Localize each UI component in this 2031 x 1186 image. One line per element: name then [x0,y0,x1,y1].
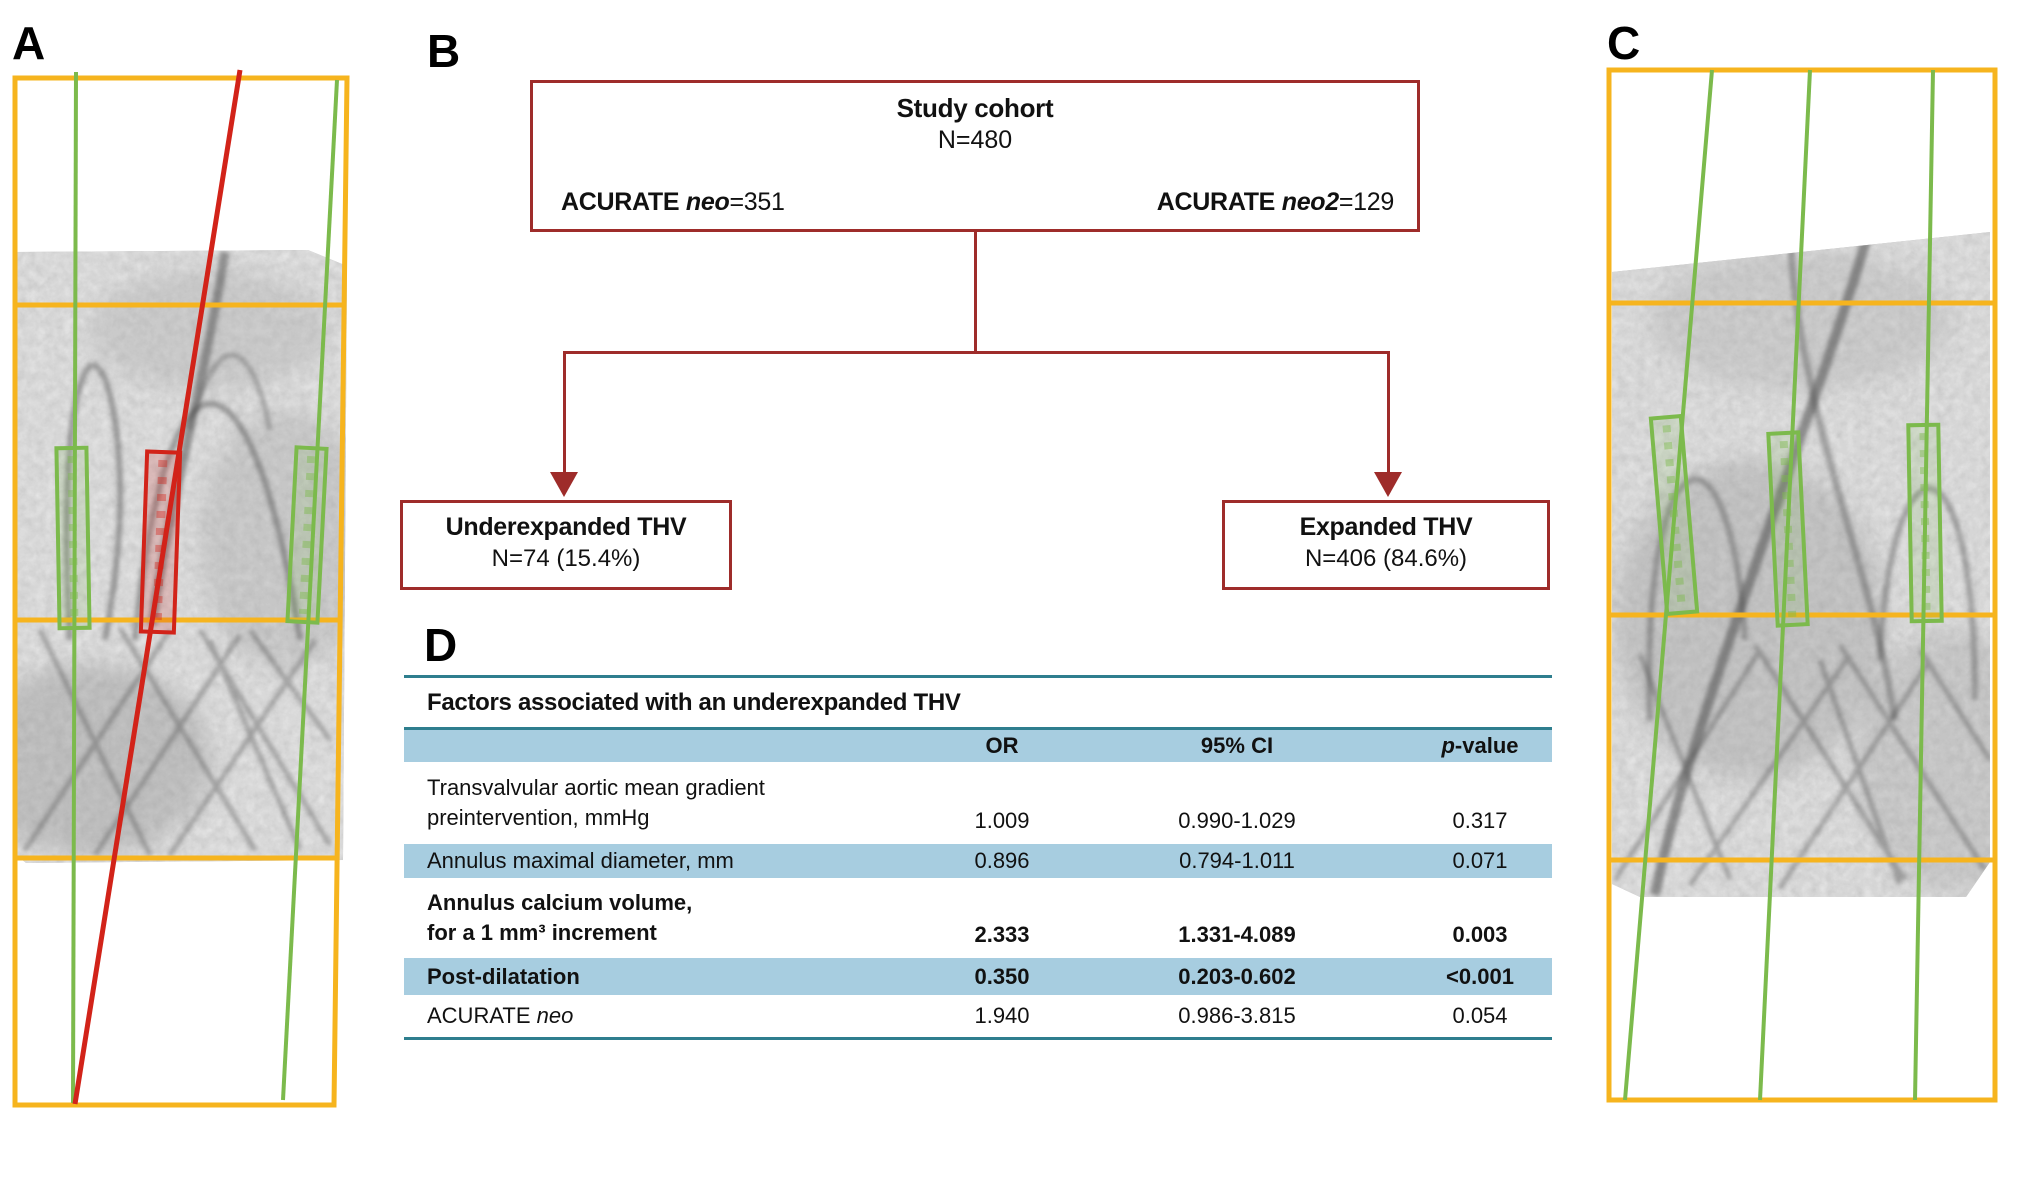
green-commissure-line-c-2 [1758,69,1812,1101]
green-commissure-line-a-left [71,71,78,1104]
header-p: p-value [1408,730,1552,762]
p-value: 0.317 [1452,808,1508,833]
table-top-rule [404,675,1552,678]
stent-post-box-a-center-red [138,449,183,635]
p-value: 0.054 [1452,1003,1508,1028]
or-value: 0.896 [974,848,1030,873]
table-row: Post-dilatation 0.350 0.203-0.602 <0.001 [404,958,1552,995]
study-cohort-title: Study cohort [896,93,1054,123]
ci-value: 0.986-3.815 [1178,1003,1296,1028]
or-value: 1.009 [974,808,1030,833]
table-caption-rule [404,727,1552,730]
panel-a-letter: A [12,17,45,69]
connector-root-stem [974,232,977,353]
label-line2: for a 1 mm³ increment [427,920,657,945]
underexpanded-n: N=74 (15.4%) [491,545,641,572]
green-commissure-line-a-right [281,79,339,1101]
table-caption: Factors associated with an underexpanded… [427,688,961,716]
stent-post-box-c-3 [1906,422,1944,624]
connector-right-stem [1387,351,1390,474]
panel-b-letter: B [427,25,460,77]
arrow-down-left-icon [550,472,578,497]
underexpanded-title: Underexpanded THV [445,513,687,541]
study-cohort-n: N=480 [937,126,1013,154]
panel-a-xray [12,69,350,1108]
factors-table: Factors associated with an underexpanded… [404,675,1552,1040]
p-value: 0.003 [1452,922,1508,947]
red-misalignment-line-a [72,69,243,1105]
label-line1: ACURATE neo [427,1003,938,1029]
panel-c-xray [1606,67,1998,1103]
label-line2: preintervention, mmHg [427,805,650,830]
arrow-down-right-icon [1374,472,1402,497]
header-ci: 95% CI [1200,733,1274,758]
label-line1: Post-dilatation [427,963,580,989]
acurate-neo2-count: ACURATE neo2=129 [1156,188,1395,217]
table-row: Annulus maximal diameter, mm 0.896 0.794… [404,844,1552,878]
table-header-row: OR 95% CI p-value [404,730,1552,762]
table-row: ACURATE neo 1.940 0.986-3.815 0.054 [404,995,1552,1037]
underexpanded-box: Underexpanded THV N=74 (15.4%) [400,500,732,590]
brand-text: ACURATE [561,188,680,216]
stent-post-box-a-left [54,445,92,631]
model-text: neo [536,1003,574,1028]
device-counts: ACURATE neo=351 ACURATE neo2=129 [561,188,1394,217]
model-text: neo [685,188,730,216]
ci-value: 0.203-0.602 [1178,963,1296,989]
row-label: Transvalvular aortic mean gradient prein… [404,762,938,844]
ci-value: 0.990-1.029 [1178,808,1296,833]
table-row: Transvalvular aortic mean gradient prein… [404,762,1552,844]
expanded-n: N=406 (84.6%) [1304,545,1468,572]
ci-value: 1.331-4.089 [1178,922,1296,947]
green-commissure-line-c-1 [1623,69,1714,1101]
panel-c-letter: C [1607,17,1640,69]
header-spacer [404,730,938,762]
panel-d-letter: D [424,619,457,671]
yellow-frame-c [1606,67,1998,1103]
table-bottom-rule [404,1037,1552,1040]
row-label: Annulus maximal diameter, mm [404,844,938,878]
or-value: 2.333 [974,922,1030,947]
p-italic: p [1441,733,1455,758]
header-or: OR [985,733,1019,758]
label-line1: Transvalvular aortic mean gradient [427,775,765,800]
p-value: 0.071 [1452,848,1508,873]
brand-text: ACURATE [427,1003,531,1028]
brand-text: ACURATE [1156,188,1276,216]
stent-post-box-a-right [285,445,329,625]
row-label: Post-dilatation [404,958,938,995]
table-row: Annulus calcium volume, for a 1 mm³ incr… [404,878,1552,958]
label-line1: Annulus maximal diameter, mm [427,848,734,873]
model-text: neo2 [1281,188,1339,216]
count-text: =129 [1338,188,1394,216]
row-label: ACURATE neo [404,995,938,1037]
p-rest: -value [1454,733,1519,758]
connector-crossbar [563,351,1390,354]
flowchart-root-box: Study cohort N=480 ACURATE neo=351 ACURA… [530,80,1420,232]
expanded-title: Expanded THV [1299,513,1473,541]
stent-post-box-c-1 [1648,413,1700,617]
green-commissure-line-c-3 [1913,69,1935,1101]
connector-left-stem [563,351,566,474]
label-line1: Annulus calcium volume, [427,890,693,915]
p-value: <0.001 [1446,963,1514,989]
ci-value: 0.794-1.011 [1179,848,1295,873]
or-value: 0.350 [974,963,1030,989]
expanded-box: Expanded THV N=406 (84.6%) [1222,500,1550,590]
row-label: Annulus calcium volume, for a 1 mm³ incr… [404,878,938,958]
or-value: 1.940 [974,1003,1030,1028]
acurate-neo-count: ACURATE neo=351 [561,188,785,217]
stent-post-box-c-2 [1766,430,1810,628]
count-text: =351 [729,188,785,216]
